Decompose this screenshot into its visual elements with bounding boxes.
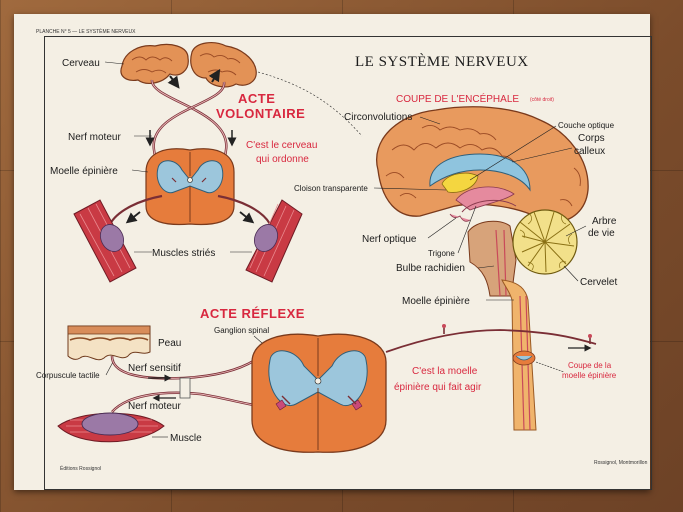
header-small-title: PLANCHE N° 5 — LE SYSTÈME NERVEUX: [36, 28, 136, 35]
label-coupe-1: Coupe de la: [568, 361, 612, 370]
muscle-reflexe: [57, 412, 165, 443]
moelle-coupe-mini: [512, 350, 536, 366]
label-ganglion: Ganglion spinal: [214, 326, 269, 335]
label-corps-1: Corps: [578, 133, 605, 144]
label-nerf-optique: Nerf optique: [362, 234, 417, 245]
trigone-zone: [455, 186, 515, 211]
volontaire-section: Cerveau Nerf moteur Moelle épinière: [50, 42, 317, 283]
cerveau-left-hemisphere: [120, 43, 189, 84]
label-muscles-stries: Muscles striés: [152, 248, 215, 259]
cervelet: [512, 209, 578, 275]
cerveau-right-hemisphere: [190, 42, 257, 88]
label-cerveau: Cerveau: [62, 58, 100, 69]
reflexe-caption-2: épinière qui fait agir: [394, 382, 482, 393]
moelle-coupe-volontaire: [145, 148, 235, 226]
label-bulbe: Bulbe rachidien: [396, 263, 465, 274]
reflexe-section: ACTE RÉFLEXE Ganglion spinal Peau Corpus…: [36, 306, 617, 453]
label-arbre-2: de vie: [588, 228, 615, 239]
label-couche-optique: Couche optique: [558, 121, 615, 130]
poster-frame: [44, 36, 652, 490]
corps-calleux: [429, 153, 531, 192]
label-nerf-sensitif: Nerf sensitif: [128, 363, 181, 374]
page-title: LE SYSTÈME NERVEUX: [355, 53, 529, 70]
label-cervelet: Cervelet: [580, 277, 617, 288]
reflexe-title: ACTE RÉFLEXE: [200, 306, 305, 321]
footer-right: Rossignol, Montmorillon: [594, 460, 648, 466]
label-muscle: Muscle: [170, 433, 202, 444]
label-circonvolutions: Circonvolutions: [344, 112, 412, 123]
label-arbre-1: Arbre: [592, 216, 617, 227]
muscle-left: [73, 199, 137, 283]
footer-left: Éditions Rossignol: [60, 465, 101, 472]
reflexe-caption-1: C'est la moelle: [412, 366, 478, 377]
label-cloison: Cloison transparente: [294, 184, 368, 193]
moelle-coupe-reflexe: [251, 333, 387, 453]
label-nerf-moteur-volontaire: Nerf moteur: [68, 132, 121, 143]
encephale-title-note: (côté droit): [530, 97, 554, 103]
encephale-title: COUPE DE L'ENCÉPHALE: [396, 92, 519, 105]
couche-optique: [441, 172, 479, 193]
muscle-right: [245, 199, 303, 283]
label-corps-2: calleux: [574, 146, 605, 157]
encephale-section: COUPE DE L'ENCÉPHALE (côté droit) Circon…: [257, 71, 617, 431]
label-coupe-2: moelle épinière: [562, 371, 617, 380]
label-moelle-volontaire: Moelle épinière: [50, 166, 118, 177]
peau: [67, 325, 151, 361]
label-nerf-moteur-reflexe: Nerf moteur: [128, 401, 181, 412]
label-corpuscule: Corpuscule tactile: [36, 371, 100, 380]
volontaire-title-1: ACTE: [238, 91, 275, 106]
volontaire-title-2: VOLONTAIRE: [216, 106, 305, 121]
label-moelle-encephale: Moelle épinière: [402, 296, 470, 307]
volontaire-caption-2: qui ordonne: [256, 154, 309, 165]
label-trigone: Trigone: [428, 249, 455, 258]
volontaire-caption-1: C'est le cerveau: [246, 140, 317, 151]
label-peau: Peau: [158, 338, 181, 349]
